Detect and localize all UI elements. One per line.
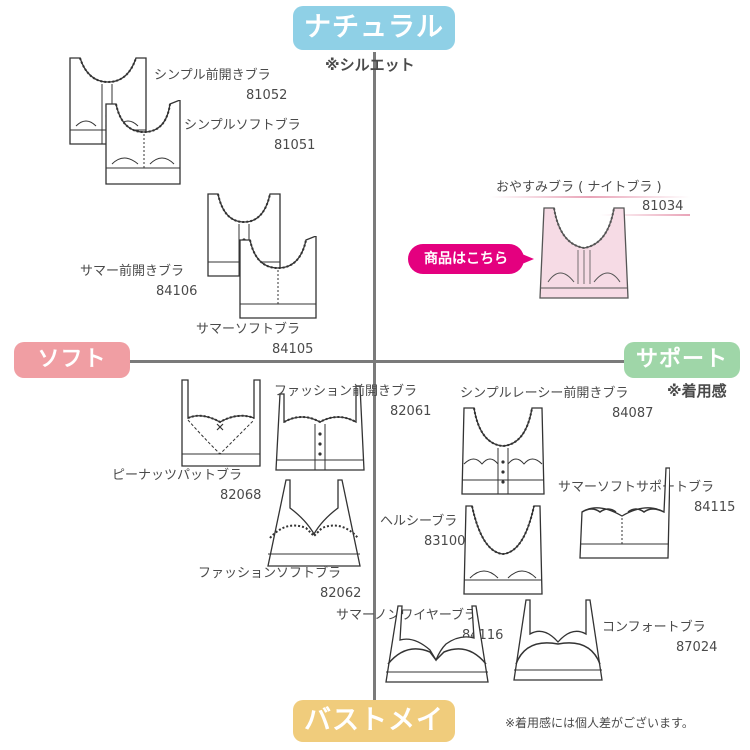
product-code: 81034 bbox=[642, 199, 684, 214]
bra-84087-image[interactable] bbox=[460, 406, 546, 496]
axis-label-soft: ソフト bbox=[14, 342, 130, 378]
product-name[interactable]: シンプル前開きブラ bbox=[154, 68, 271, 83]
bra-82062-image[interactable] bbox=[266, 478, 362, 570]
bra-81051-image[interactable] bbox=[104, 100, 182, 186]
axis-label-bustmake: バストメイク bbox=[293, 700, 455, 750]
product-name[interactable]: サマーソフトサポートブラ bbox=[558, 480, 715, 495]
product-code: 84087 bbox=[612, 406, 654, 421]
footnote: ※着用感には個人差がございます。 bbox=[505, 716, 694, 730]
product-name[interactable]: おやすみブラ ( ナイトブラ ) bbox=[496, 180, 662, 195]
bra-83100-image[interactable] bbox=[460, 504, 546, 596]
product-code: 82061 bbox=[390, 404, 432, 419]
bra-82068-image[interactable] bbox=[178, 378, 264, 468]
product-code: 83100 bbox=[424, 534, 466, 549]
product-name[interactable]: サマーソフトブラ bbox=[196, 322, 301, 337]
product-name[interactable]: コンフォートブラ bbox=[602, 620, 706, 635]
bra-81052-image[interactable] bbox=[66, 56, 150, 146]
bra-82061-image[interactable] bbox=[272, 380, 368, 472]
product-name[interactable]: サマー前開きブラ bbox=[80, 264, 185, 279]
bra-87024-image[interactable] bbox=[512, 598, 604, 682]
shop-now-button[interactable]: 商品はこちら bbox=[408, 244, 534, 274]
product-name[interactable]: ピーナッツパットブラ bbox=[112, 468, 243, 483]
product-name[interactable]: ファッション前開きブラ bbox=[274, 384, 418, 399]
bra-84115-image[interactable] bbox=[578, 466, 670, 560]
axis-label-natural: ナチュラル bbox=[293, 6, 455, 50]
axis-note-fit: ※着用感 bbox=[667, 382, 727, 400]
night-bra-underline bbox=[490, 196, 690, 198]
bra-84105-image[interactable] bbox=[238, 236, 318, 320]
product-code: 87024 bbox=[676, 640, 718, 655]
product-name[interactable]: シンプルレーシー前開きブラ bbox=[460, 386, 629, 401]
product-code: 82068 bbox=[220, 488, 262, 503]
axis-note-silhouette: ※シルエット bbox=[325, 56, 415, 74]
product-code: 84115 bbox=[694, 500, 736, 515]
night-bra-underline bbox=[600, 214, 690, 216]
product-name[interactable]: ファッションソフトブラ bbox=[198, 566, 342, 581]
product-name[interactable]: ヘルシーブラ bbox=[380, 514, 458, 529]
bra-81034-image[interactable] bbox=[538, 204, 630, 300]
product-code: 84105 bbox=[272, 342, 314, 357]
product-code: 81052 bbox=[246, 88, 288, 103]
bra-84116-image[interactable] bbox=[384, 604, 490, 684]
product-name[interactable]: サマーノンワイヤーブラ bbox=[336, 608, 478, 623]
vertical-axis bbox=[373, 52, 376, 700]
product-code: 84106 bbox=[156, 284, 198, 299]
product-code: 82062 bbox=[320, 586, 362, 601]
product-name[interactable]: シンプルソフトブラ bbox=[184, 118, 301, 133]
product-code: 81051 bbox=[274, 138, 316, 153]
horizontal-axis bbox=[130, 360, 624, 363]
axis-label-support: サポート bbox=[624, 342, 740, 378]
